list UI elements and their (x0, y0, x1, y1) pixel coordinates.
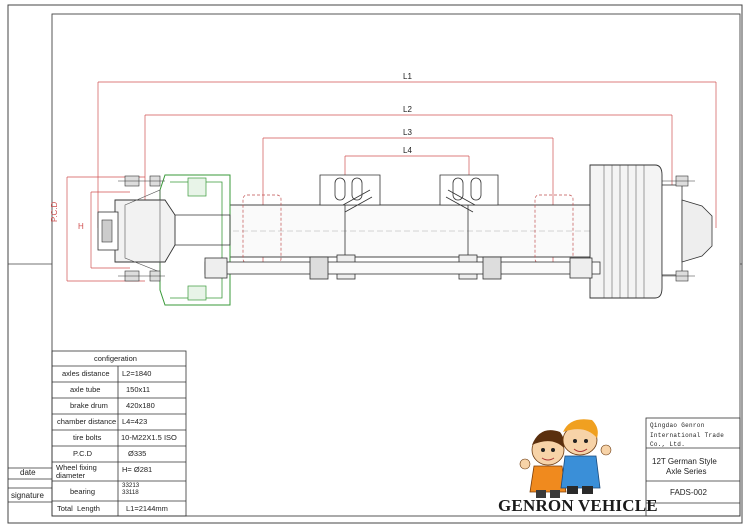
product-title-line2: Axle Series (666, 467, 707, 476)
inner-frame (51, 13, 741, 517)
config-row-value: 420x180 (126, 401, 155, 410)
config-row-label: tire bolts (73, 433, 102, 442)
left-hub-section (97, 174, 231, 306)
brand-name: GENRON VEHICLE (498, 496, 658, 515)
config-row-label: bearing (70, 487, 96, 496)
config-row-label: axles distance (62, 369, 110, 378)
config-table-grid (51, 350, 187, 517)
signature-label: signature (11, 491, 44, 500)
camshaft (204, 256, 601, 280)
config-row-value: 10-M22X1.5 ISO (121, 433, 177, 442)
mascot-illustration (519, 419, 612, 498)
title-block-grid (600, 417, 741, 517)
config-row-value: H= Ø281 (122, 465, 153, 474)
config-row-label: Total Length (57, 504, 100, 513)
config-row-value: L1=2144mm (126, 504, 168, 513)
config-row-value: 150x11 (126, 385, 151, 394)
config-row-label: chamber distance (57, 417, 117, 426)
dim-label-l4: L4 (403, 146, 412, 155)
config-row-value: L2=1840 (122, 369, 152, 378)
config-row-value: Ø335 (128, 449, 147, 458)
dim-label-pcd: P.C.D (50, 201, 59, 222)
config-row-label: P.C.D (73, 449, 93, 458)
date-label: date (20, 468, 36, 477)
dim-label-h: H (78, 222, 84, 231)
approval-boxes (8, 467, 52, 503)
right-brake-drum (589, 164, 713, 299)
config-row-value: L4=423 (122, 417, 148, 426)
config-row-value: 33213 33118 (122, 482, 140, 496)
config-row-label: axle tube (70, 385, 101, 394)
drawing-code: FADS-002 (670, 488, 707, 497)
dim-label-l2: L2 (403, 105, 412, 114)
config-row-label: Wheel fixing diameter (56, 463, 97, 480)
company-name: Qingdao Genron International Trade Co., … (650, 422, 725, 449)
dim-label-l1: L1 (403, 72, 412, 81)
product-title-line1: 12T German Style (652, 457, 717, 466)
config-row-label: brake drum (70, 401, 108, 410)
dim-label-l3: L3 (403, 128, 412, 137)
config-table-title: configeration (94, 354, 137, 363)
